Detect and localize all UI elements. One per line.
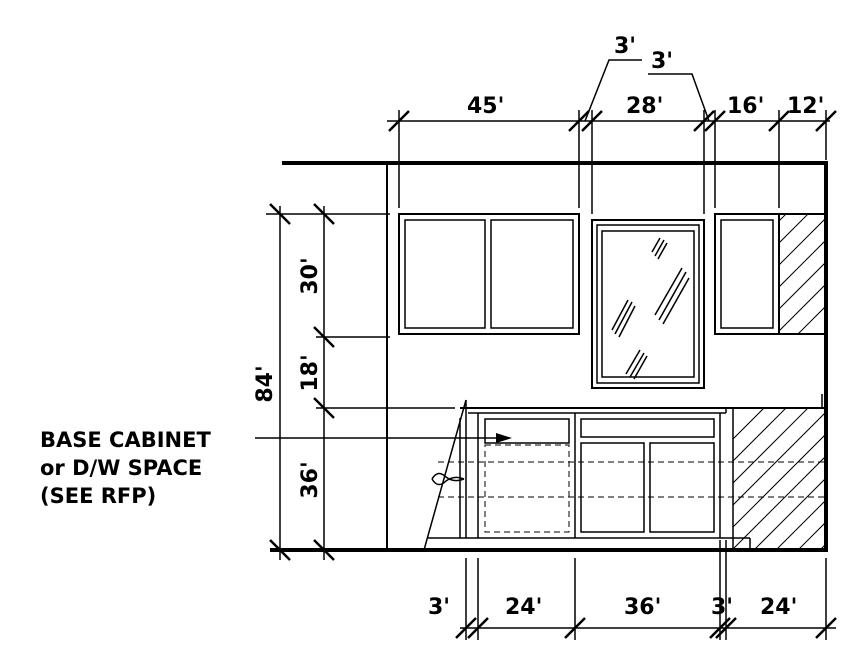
upper-cabinet-door [490,219,574,329]
window-outer-frame [591,219,705,389]
dim-12: 12' [787,94,824,119]
blind-corner-upper-hatch [779,214,824,334]
dim-3-left: 3' [614,34,636,59]
top-ticks [388,110,837,132]
top-dimension-chain: 45' 28' 16' 12' 3' 3' [387,34,837,214]
towel-bar-icon [431,472,465,486]
dim-3-bottom-left: 3' [428,595,450,620]
blind-corner-base [732,408,824,551]
left-ticks [269,203,335,561]
base-cabinet-note: BASE CABINET or D/W SPACE (SEE RFP) [40,428,512,508]
upper-cabinet-door [404,219,486,329]
upper-cabinet-right [714,213,827,335]
bottom-dimension-chain: 3' 24' 36' 3' 24' [428,540,837,640]
upper-cabinet-door [720,219,774,329]
note-line-2: or D/W SPACE [40,456,202,480]
dim-18: 18' [298,354,323,391]
dim-45: 45' [467,94,504,119]
note-line-3: (SEE RFP) [40,484,156,508]
countertop [460,394,826,414]
upper-cabinet-right-frame [714,213,780,335]
dw-drawer-front [484,418,570,444]
dim-28: 28' [626,94,663,119]
bottom-ticks [455,617,837,639]
walls [270,161,828,552]
dim-84: 84' [253,365,278,402]
dim-16: 16' [727,94,764,119]
left-dimension-chain: 84' 30' 18' 36' [253,203,455,561]
dim-3-right: 3' [651,49,673,74]
sink-base-cabinet [580,413,721,538]
sink-door-right [649,442,715,533]
dim-24-bottom-left: 24' [505,595,542,620]
window-middle-frame [596,224,700,384]
glass-reflection [611,237,690,380]
sink-false-front [580,418,715,438]
dim-36-bottom: 36' [624,595,661,620]
upper-cabinet-left [398,213,580,335]
leader-3-left [584,59,642,122]
dim-3-bottom-right: 3' [711,595,733,620]
blind-corner-upper [778,213,827,335]
end-panel-slope [423,399,467,551]
note-line-1: BASE CABINET [40,428,211,452]
dim-30: 30' [298,257,323,294]
dim-36: 36' [298,461,323,498]
dim-24-bottom-right: 24' [760,595,797,620]
sink-door-left [580,442,645,533]
hidden-lines [438,461,826,498]
dw-hidden-outline [484,444,570,533]
leader-3-right [648,73,710,122]
end-panel [423,399,751,551]
note-arrowhead [496,433,512,443]
window-glass [601,230,695,378]
blind-corner-base-hatch [733,408,824,551]
dishwasher-space [477,413,576,538]
upper-cabinet-left-frame [398,213,580,335]
window [591,219,705,389]
